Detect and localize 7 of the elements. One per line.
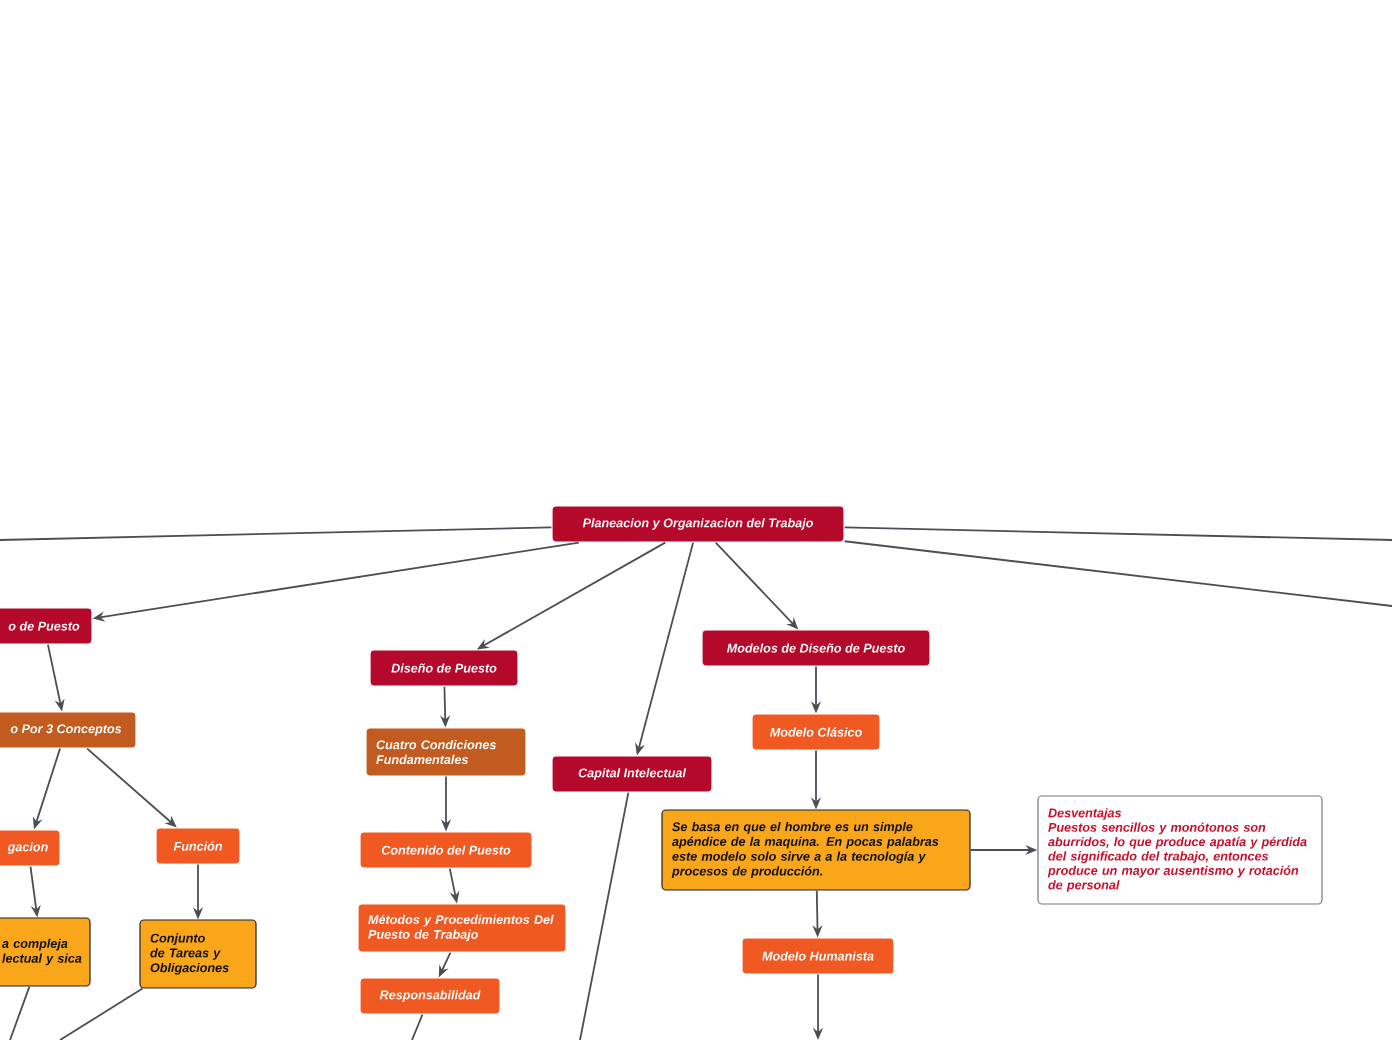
connector-line [411, 1013, 424, 1040]
connector-line [843, 526, 1392, 541]
connector-line [9, 985, 31, 1040]
connector-line [0, 526, 553, 541]
connector-line [843, 540, 1392, 607]
connector-line [579, 791, 630, 1040]
connector-line [59, 987, 144, 1040]
